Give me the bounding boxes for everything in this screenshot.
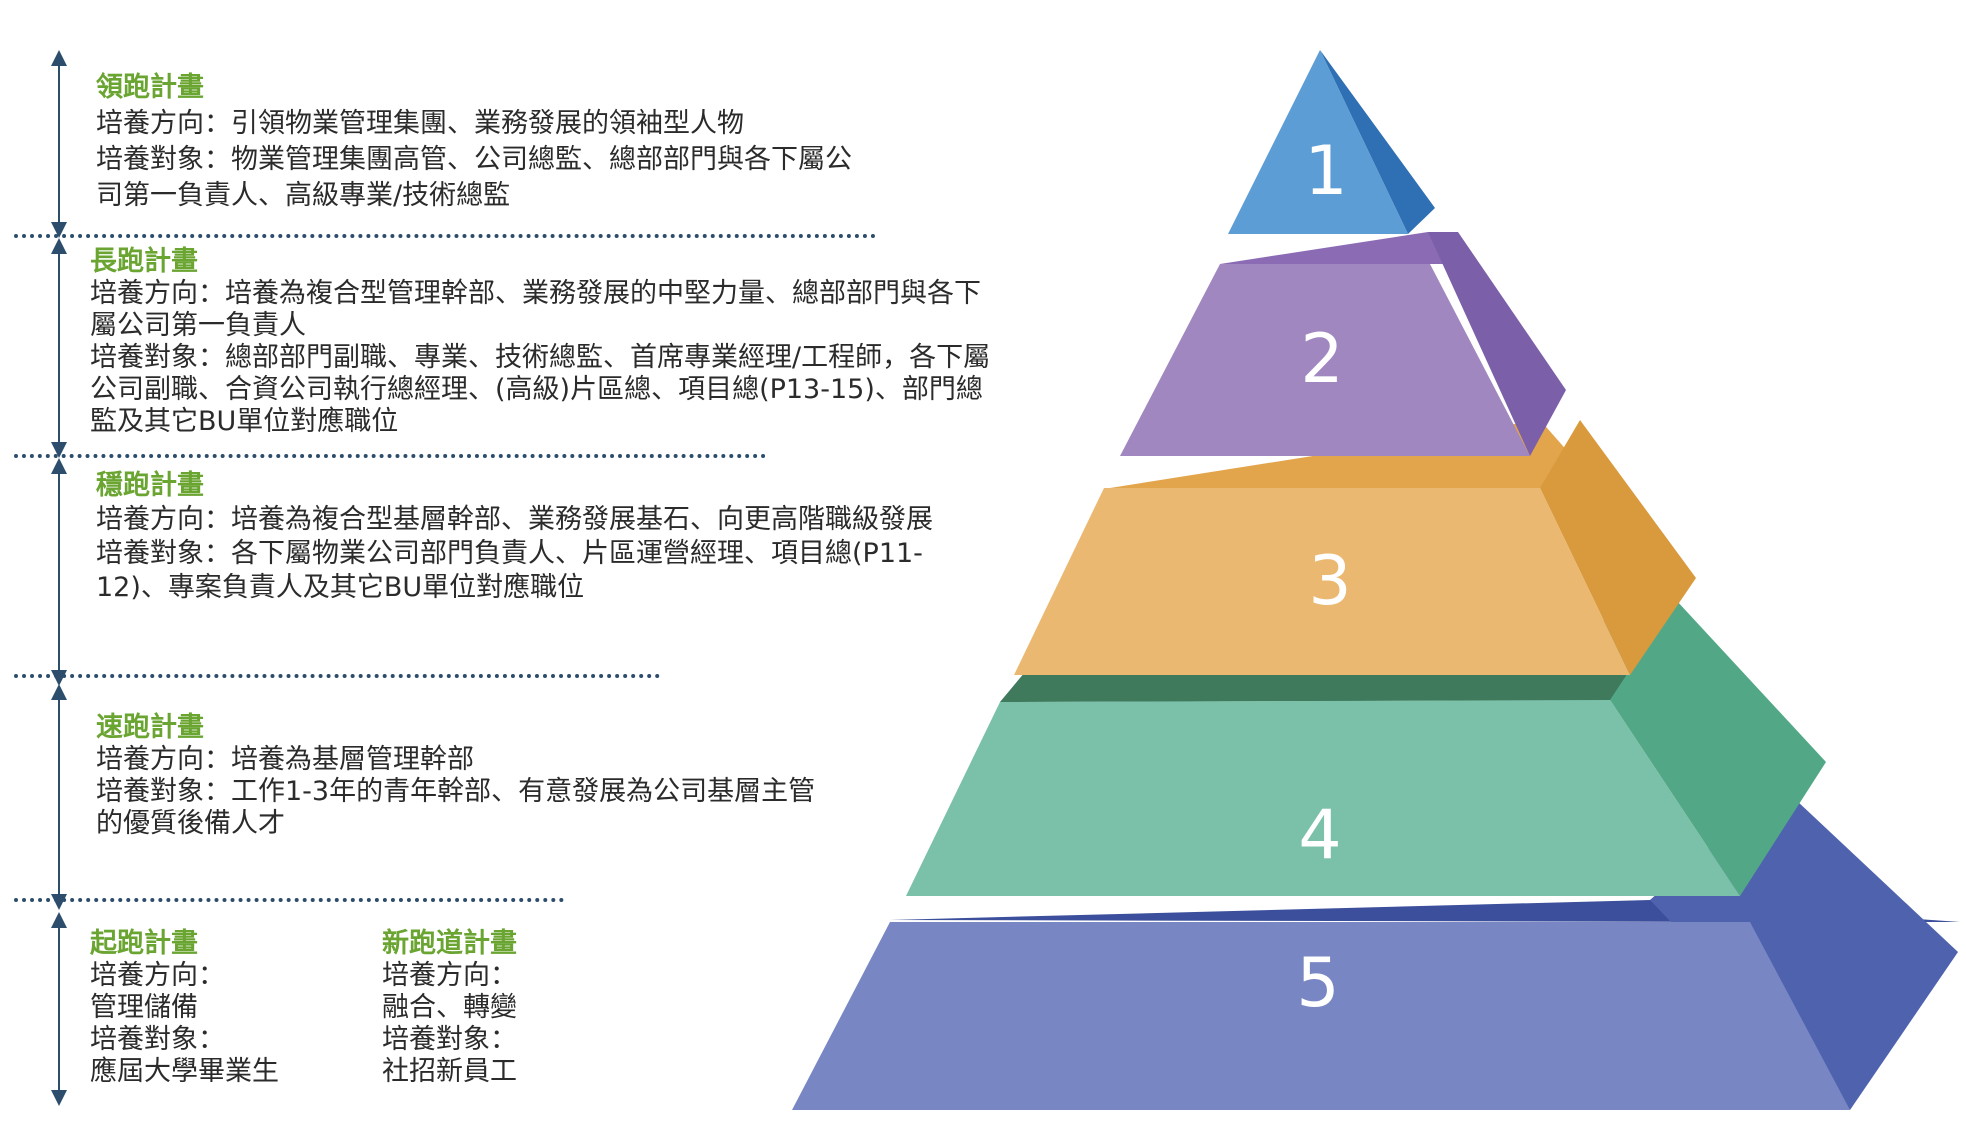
program-line: 應屆大學畢業生 bbox=[90, 1056, 279, 1087]
axis-arrow-up bbox=[51, 458, 67, 474]
program-line: 培養對象：各下屬物業公司部門負責人、片區運營經理、項目總(P11- bbox=[96, 538, 923, 569]
section-divider bbox=[14, 674, 660, 678]
axis-arrow-up bbox=[51, 238, 67, 254]
tier-5-front bbox=[792, 922, 1850, 1110]
program-line: 12)、專案負責人及其它BU單位對應職位 bbox=[96, 572, 585, 603]
axis-arrow-up bbox=[51, 912, 67, 928]
axis-arrow-up bbox=[51, 684, 67, 700]
axis-segment bbox=[58, 470, 60, 678]
axis-segment bbox=[58, 62, 60, 230]
section-divider bbox=[14, 234, 876, 238]
pyramid-tier-5: 5 bbox=[792, 785, 1960, 1110]
tier-4-side bbox=[1610, 600, 1826, 896]
program-title: 新跑道計畫 bbox=[382, 928, 517, 959]
program-leading: 領跑計畫 培養方向：引領物業管理集團、業務發展的領袖型人物 培養對象：物業管理集… bbox=[96, 72, 852, 212]
tier-3-front bbox=[1014, 488, 1630, 675]
program-line: 社招新員工 bbox=[382, 1056, 517, 1087]
tier-1-side bbox=[1320, 50, 1435, 234]
program-line: 培養方向：培養為基層管理幹部 bbox=[96, 744, 474, 775]
axis-segment bbox=[58, 924, 60, 1094]
program-title: 穩跑計畫 bbox=[96, 470, 204, 501]
program-line: 屬公司第一負責人 bbox=[90, 310, 306, 341]
tier-1-label: 1 bbox=[1304, 132, 1347, 211]
tier-3-side bbox=[1540, 420, 1696, 675]
program-fast-run: 速跑計畫 培養方向：培養為基層管理幹部 培養對象：工作1-3年的青年幹部、有意發… bbox=[96, 712, 815, 840]
program-line: 融合、轉變 bbox=[382, 992, 517, 1023]
program-title: 速跑計畫 bbox=[96, 712, 204, 743]
pyramid-tier-1: 1 bbox=[1228, 50, 1435, 234]
program-line: 培養方向：培養為複合型基層幹部、業務發展基石、向更高階職級發展 bbox=[96, 504, 933, 535]
tier-2-label: 2 bbox=[1300, 320, 1343, 399]
program-new-track: 新跑道計畫 培養方向： 融合、轉變 培養對象： 社招新員工 bbox=[382, 928, 517, 1088]
program-line: 培養對象：物業管理集團高管、公司總監、總部部門與各下屬公 bbox=[96, 144, 852, 175]
section-divider bbox=[14, 454, 766, 458]
program-line: 司第一負責人、高級專業/技術總監 bbox=[96, 180, 511, 211]
tier-5-label: 5 bbox=[1296, 944, 1339, 1023]
program-line: 培養方向： bbox=[90, 960, 225, 991]
axis-arrow-down bbox=[51, 1090, 67, 1106]
tier-2-side bbox=[1428, 232, 1566, 456]
program-line: 的優質後備人才 bbox=[96, 808, 285, 839]
program-title: 長跑計畫 bbox=[90, 246, 198, 277]
program-title: 領跑計畫 bbox=[96, 72, 204, 103]
tier-4-label: 4 bbox=[1298, 796, 1341, 875]
tier-4-front bbox=[906, 700, 1740, 896]
program-line: 培養方向： bbox=[382, 960, 517, 991]
program-line: 培養方向：培養為複合型管理幹部、業務發展的中堅力量、總部部門與各下 bbox=[90, 278, 981, 309]
program-line: 培養方向：引領物業管理集團、業務發展的領袖型人物 bbox=[96, 108, 744, 139]
program-line: 公司副職、合資公司執行總經理、(高級)片區總、項目總(P13-15)、部門總 bbox=[90, 374, 983, 405]
program-steady-run: 穩跑計畫 培養方向：培養為複合型基層幹部、業務發展基石、向更高階職級發展 培養對… bbox=[96, 470, 933, 604]
axis-segment bbox=[58, 250, 60, 450]
program-long-run: 長跑計畫 培養方向：培養為複合型管理幹部、業務發展的中堅力量、總部部門與各下 屬… bbox=[90, 246, 990, 438]
program-line: 培養對象：工作1-3年的青年幹部、有意發展為公司基層主管 bbox=[96, 776, 816, 807]
tier-2-top bbox=[1220, 232, 1458, 264]
program-line: 監及其它BU單位對應職位 bbox=[90, 406, 399, 437]
program-line: 培養對象：總部部門副職、專業、技術總監、首席專業經理/工程師，各下屬 bbox=[90, 342, 991, 373]
tier-1-front bbox=[1228, 50, 1408, 234]
section-divider bbox=[14, 898, 564, 902]
program-line: 培養對象： bbox=[382, 1024, 517, 1055]
pyramid-tier-2: 2 bbox=[1120, 232, 1566, 456]
program-starting-run: 起跑計畫 培養方向： 管理儲備 培養對象： 應屆大學畢業生 bbox=[90, 928, 279, 1088]
axis-arrow-up bbox=[51, 50, 67, 66]
program-title: 起跑計畫 bbox=[90, 928, 198, 959]
tier-2-front bbox=[1120, 264, 1530, 456]
pyramid-tier-3: 3 bbox=[1014, 420, 1696, 675]
program-line: 培養對象： bbox=[90, 1024, 225, 1055]
axis-segment bbox=[58, 696, 60, 902]
program-line: 管理儲備 bbox=[90, 992, 198, 1023]
tier-3-label: 3 bbox=[1308, 542, 1351, 621]
